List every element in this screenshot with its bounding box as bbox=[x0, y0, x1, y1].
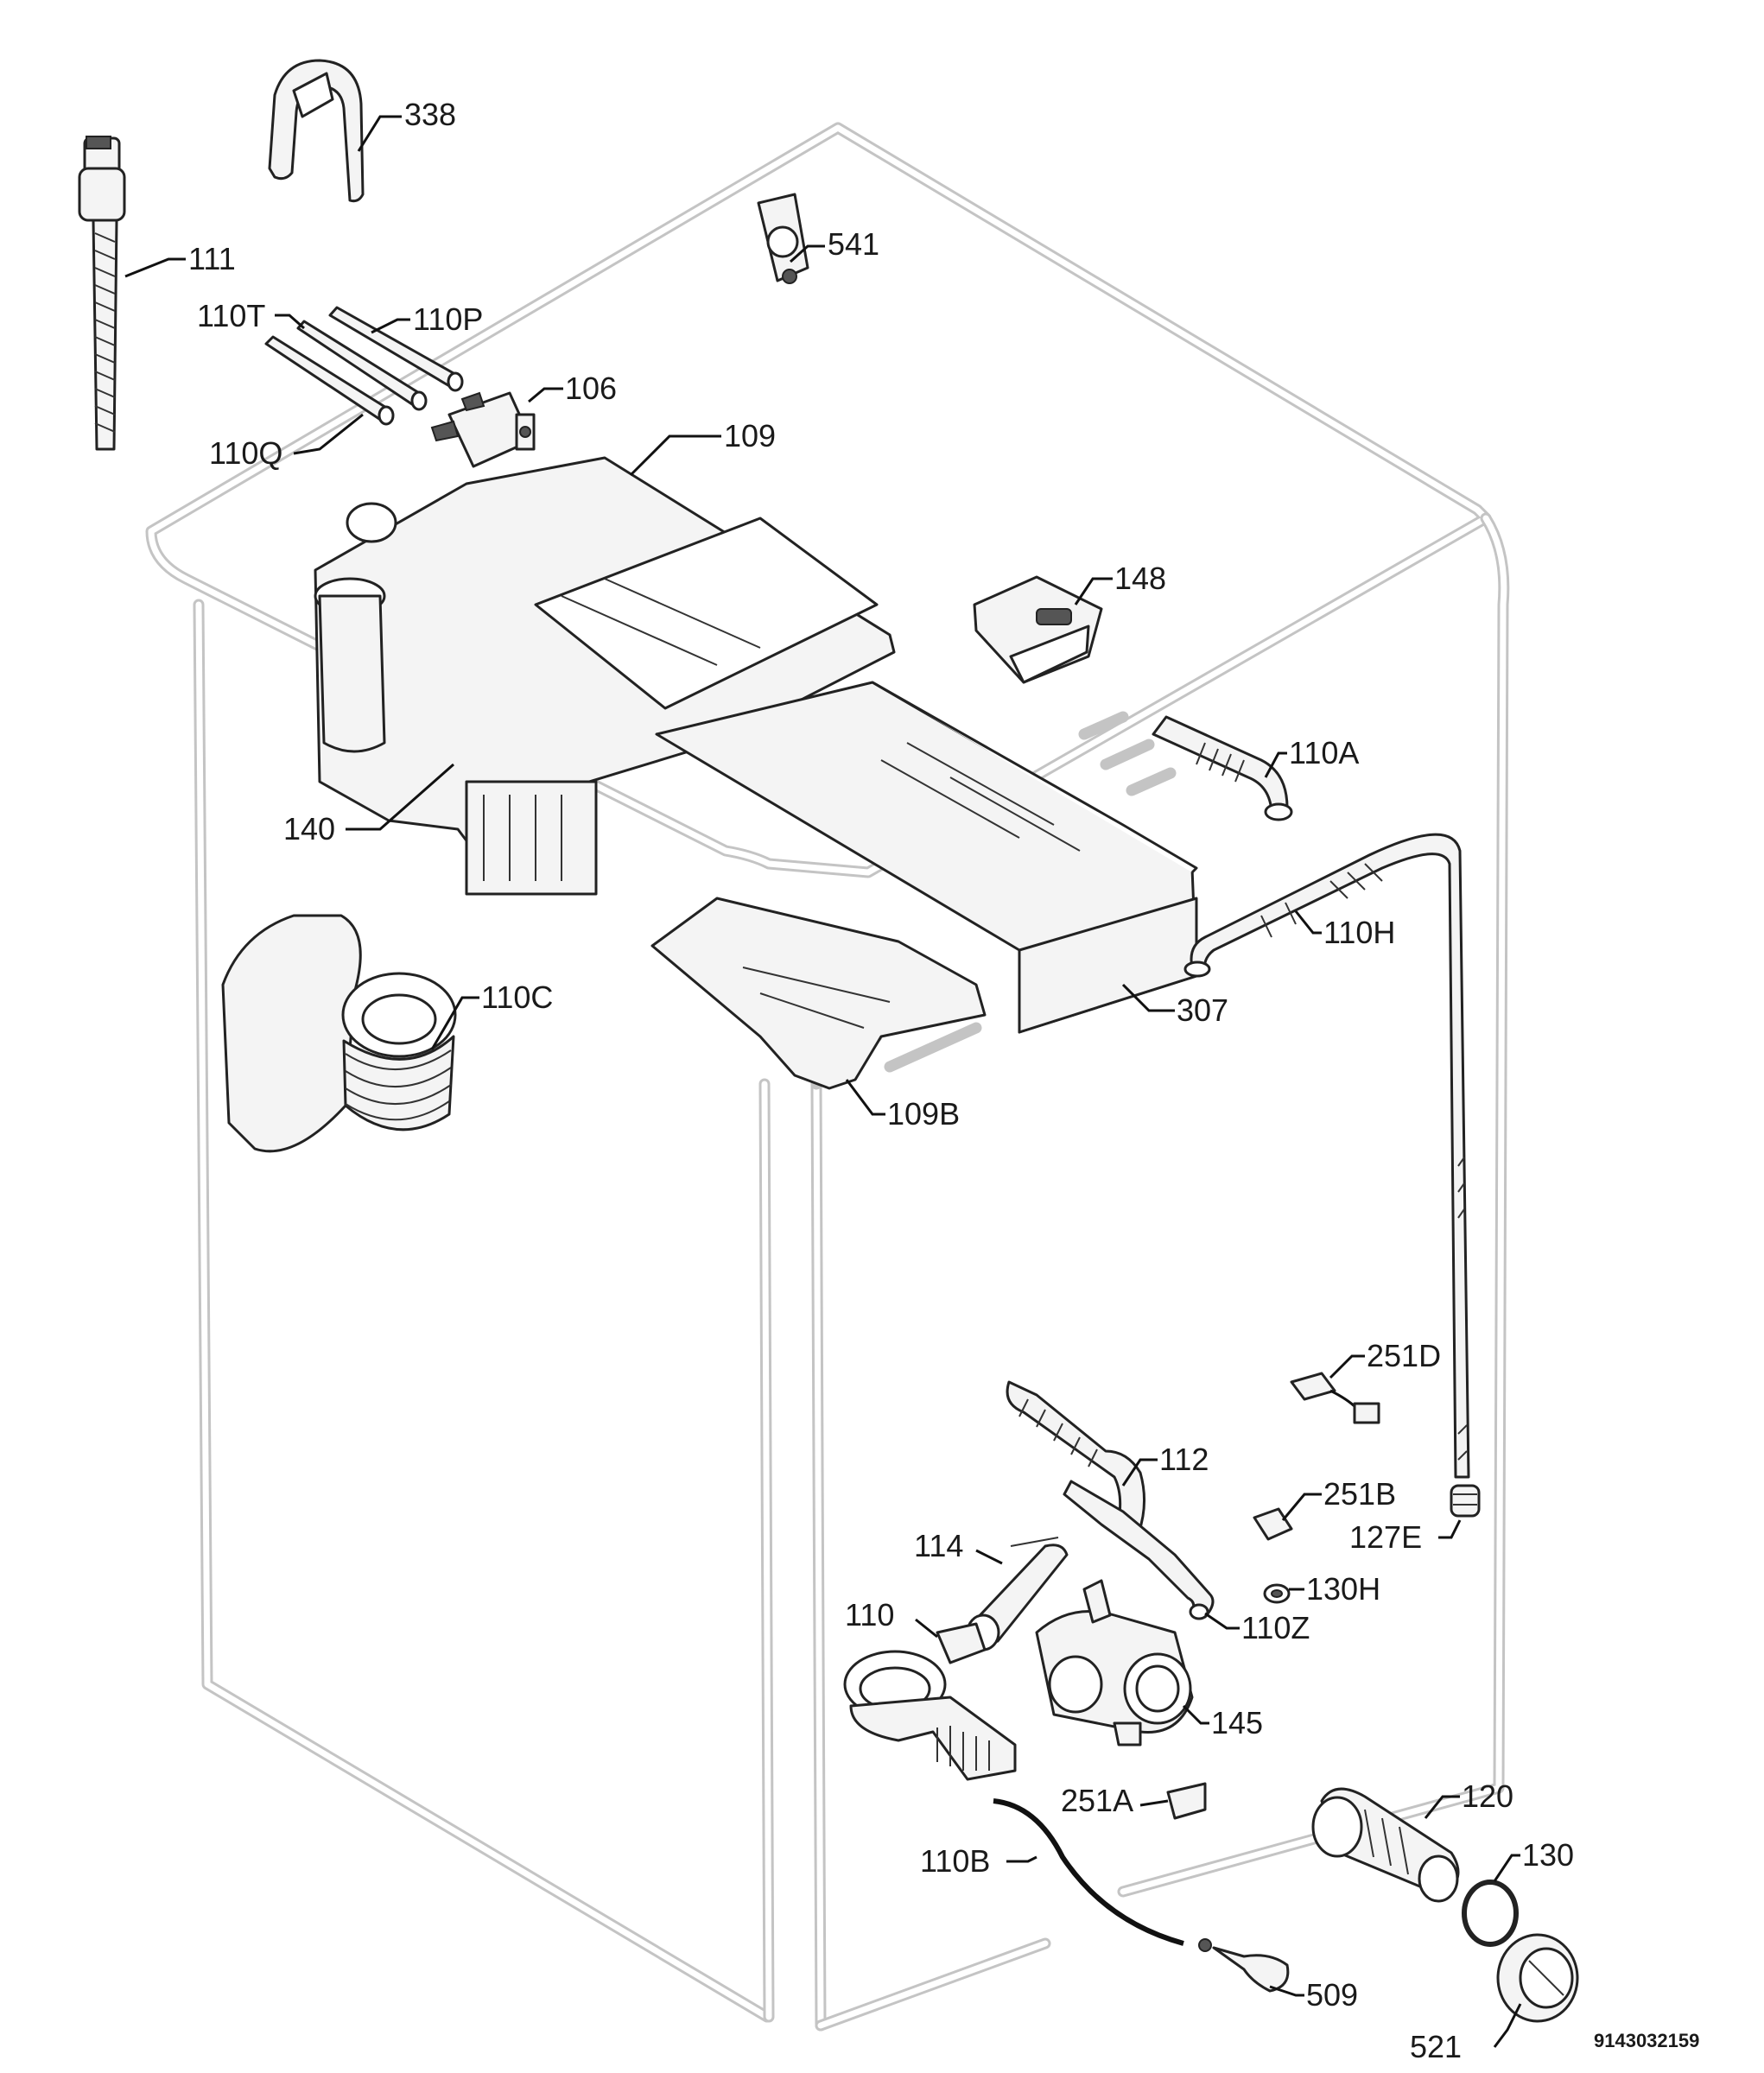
label-509: 509 bbox=[1306, 1977, 1358, 2013]
label-110C: 110C bbox=[481, 979, 553, 1015]
sump-hose-110 bbox=[843, 1622, 1017, 1781]
cap-521 bbox=[1496, 1933, 1579, 2023]
elbow-hose-110A bbox=[1152, 715, 1293, 821]
label-130: 130 bbox=[1522, 1837, 1574, 1873]
pump-145 bbox=[1035, 1579, 1194, 1747]
cabinet-outline bbox=[145, 122, 1510, 2032]
label-114: 114 bbox=[914, 1528, 963, 1563]
drawer-307 bbox=[655, 681, 1198, 1034]
label-130H: 130H bbox=[1306, 1571, 1380, 1607]
label-109B: 109B bbox=[887, 1096, 960, 1132]
tray-109B bbox=[650, 897, 987, 1090]
label-251D: 251D bbox=[1367, 1338, 1441, 1373]
label-109: 109 bbox=[724, 418, 776, 453]
label-145: 145 bbox=[1211, 1705, 1263, 1740]
part-labels: 338 541 111 110T 110P 106 110Q 109 148 1… bbox=[188, 97, 1699, 2064]
label-110H: 110H bbox=[1323, 915, 1395, 950]
fitting-127E bbox=[1450, 1484, 1481, 1518]
dispenser-housing-109 bbox=[314, 456, 896, 896]
filter-120 bbox=[1311, 1787, 1460, 1903]
o-ring-130 bbox=[1462, 1880, 1519, 1947]
label-521: 521 bbox=[1410, 2029, 1462, 2064]
label-541: 541 bbox=[828, 226, 879, 262]
plug-509 bbox=[1198, 1938, 1290, 1993]
part-251A bbox=[1166, 1782, 1207, 1820]
label-127E: 127E bbox=[1349, 1519, 1422, 1555]
part-251B bbox=[1253, 1507, 1293, 1541]
label-111: 111 bbox=[188, 241, 236, 276]
hose-bracket-338 bbox=[268, 59, 365, 203]
label-140: 140 bbox=[283, 811, 335, 846]
label-110Z: 110Z bbox=[1241, 1610, 1310, 1645]
drawing-code: 9143032159 bbox=[1594, 2030, 1699, 2051]
label-120: 120 bbox=[1462, 1778, 1513, 1814]
label-148: 148 bbox=[1114, 561, 1166, 596]
leader-lines bbox=[124, 115, 1522, 2048]
label-307: 307 bbox=[1177, 992, 1228, 1028]
label-110A: 110A bbox=[1289, 735, 1359, 770]
label-338: 338 bbox=[404, 97, 456, 132]
valve-106 bbox=[430, 391, 536, 468]
part-148 bbox=[973, 575, 1103, 684]
bellows-110C bbox=[221, 914, 457, 1153]
label-110: 110 bbox=[845, 1597, 894, 1632]
label-251B: 251B bbox=[1323, 1476, 1396, 1512]
hose-110B bbox=[993, 1798, 1184, 1946]
drain-hose-110H bbox=[1183, 833, 1470, 1479]
label-112: 112 bbox=[1159, 1442, 1209, 1477]
hose-110Z bbox=[1063, 1480, 1215, 1620]
label-110Q: 110Q bbox=[209, 435, 282, 471]
label-110P: 110P bbox=[413, 301, 483, 337]
part-251D bbox=[1290, 1372, 1380, 1424]
label-251A: 251A bbox=[1061, 1783, 1133, 1818]
label-106: 106 bbox=[565, 371, 617, 406]
label-110T: 110T bbox=[197, 298, 265, 333]
bracket-541 bbox=[757, 193, 809, 284]
label-110B: 110B bbox=[920, 1843, 990, 1879]
inlet-hose-111 bbox=[78, 136, 126, 451]
small-hoses-110 bbox=[264, 306, 464, 426]
part-130H bbox=[1263, 1583, 1291, 1604]
